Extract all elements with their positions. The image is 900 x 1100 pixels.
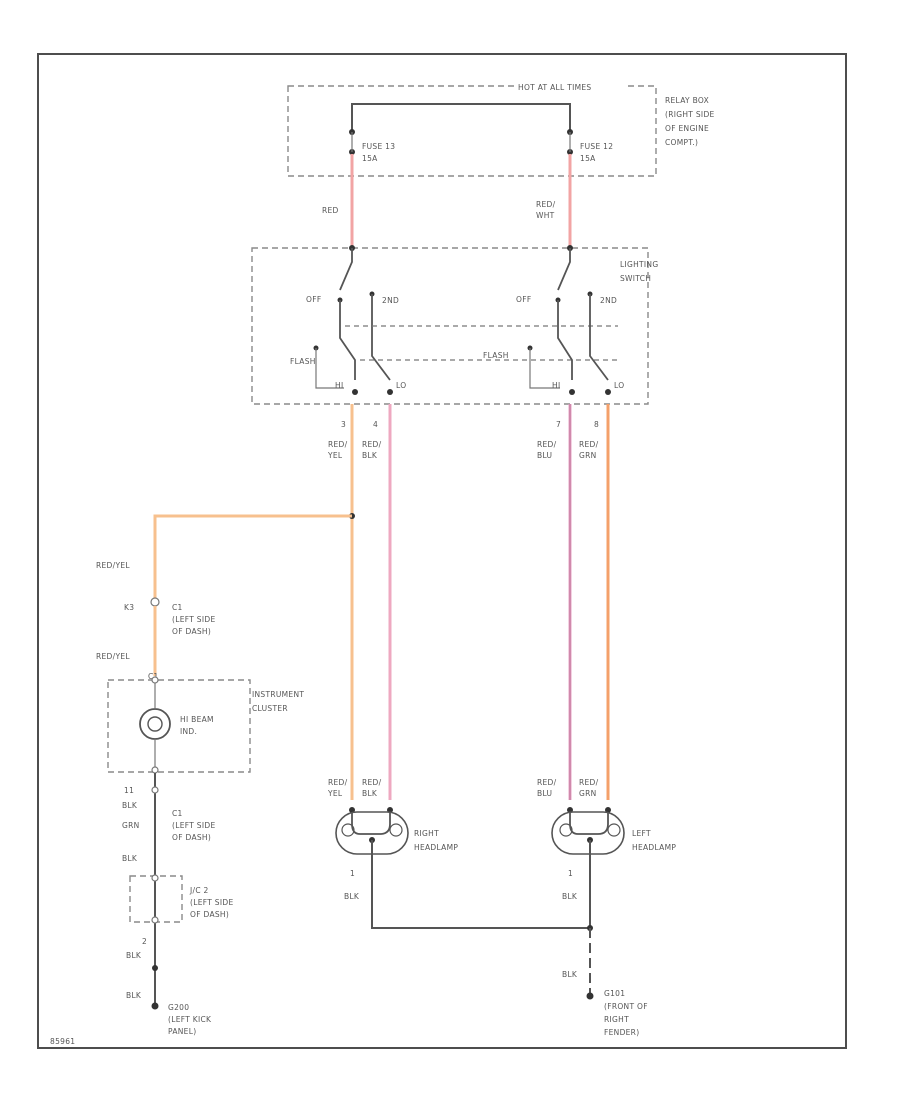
switch-pin-4: 4 bbox=[373, 420, 378, 429]
relay-box-label-3: OF ENGINE bbox=[665, 124, 709, 133]
lighting-switch-label-2: SWITCH bbox=[620, 274, 651, 283]
wire-label-grn: GRN bbox=[122, 821, 140, 830]
fuse-13-rating: 15A bbox=[362, 154, 378, 163]
switch-right-hi: HI bbox=[552, 381, 560, 390]
cluster-label-2: CLUSTER bbox=[252, 704, 288, 713]
lh-wire-label-red-grn-2: GRN bbox=[579, 789, 597, 798]
switch-pin-8: 8 bbox=[594, 420, 599, 429]
lh-wire-label-blk: BLK bbox=[562, 892, 578, 901]
wire-label-red-wht-2: WHT bbox=[536, 211, 555, 220]
wire-label-blk-3: BLK bbox=[126, 951, 142, 960]
jc2-label-2: (LEFT SIDE bbox=[190, 898, 233, 907]
hi-beam-indicator-icon bbox=[139, 708, 171, 740]
connector-k3-label-2: (LEFT SIDE bbox=[172, 615, 215, 624]
connector-11-pin: 11 bbox=[124, 786, 134, 795]
wire-label-red-yel-1: RED/ bbox=[328, 440, 348, 449]
pin-2-label: 2 bbox=[142, 937, 147, 946]
fuse-13-label: FUSE 13 bbox=[362, 142, 395, 151]
left-headlamp: RED/ BLU RED/ GRN LEFT HEADLAMP 1 BLK bbox=[537, 778, 676, 901]
wire-blk-right-headlamp-ground bbox=[371, 840, 590, 929]
wire-label-blk-1: BLK bbox=[122, 801, 138, 810]
wire-label-red-blk-2: BLK bbox=[362, 451, 378, 460]
wire-label-red-yel-2: YEL bbox=[327, 451, 343, 460]
wire-label-red-blu-1: RED/ bbox=[537, 440, 557, 449]
hi-beam-label-1: HI BEAM bbox=[180, 715, 214, 724]
relay-box: HOT AT ALL TIMES HOT AT ALL TIMES RELAY … bbox=[287, 82, 715, 177]
switch-right-2nd: 2ND bbox=[600, 296, 617, 305]
junction-connector-2: J/C 2 (LEFT SIDE OF DASH) bbox=[129, 874, 233, 924]
wire-label-red-grn-2: GRN bbox=[579, 451, 597, 460]
wire-label-red-wht-1: RED/ bbox=[536, 200, 556, 209]
relay-box-header-text: HOT AT ALL TIMES bbox=[518, 83, 591, 92]
wire-label-red-blk-1: RED/ bbox=[362, 440, 382, 449]
wire-label-red-grn-1: RED/ bbox=[579, 440, 599, 449]
corner-id: 85961 bbox=[50, 1037, 75, 1046]
ground-g101-icon bbox=[586, 992, 594, 1000]
wire-label-red-yel-inline-1: RED/YEL bbox=[96, 561, 130, 570]
connector-k3-label-1: C1 bbox=[172, 603, 183, 612]
fuse-12-label: FUSE 12 bbox=[580, 142, 613, 151]
switch-right-off: OFF bbox=[516, 295, 531, 304]
wire-red-yel-branch bbox=[153, 514, 352, 600]
rh-wire-label-red-blk-1: RED/ bbox=[362, 778, 382, 787]
relay-box-label-1: RELAY BOX bbox=[665, 96, 709, 105]
left-headlamp-label-2: HEADLAMP bbox=[632, 843, 676, 852]
ground-g200-label-1: G200 bbox=[168, 1003, 189, 1012]
lighting-switch: LIGHTING SWITCH OFF 2ND FLASH HI LO OFF bbox=[251, 245, 658, 429]
right-headlamp-label-2: HEADLAMP bbox=[414, 843, 458, 852]
relay-box-label-2: (RIGHT SIDE bbox=[665, 110, 715, 119]
ground-g200-label-3: PANEL) bbox=[168, 1027, 196, 1036]
lh-wire-label-red-blu-1: RED/ bbox=[537, 778, 557, 787]
switch-left-lo: LO bbox=[396, 381, 406, 390]
left-headlamp-label-1: LEFT bbox=[632, 829, 651, 838]
connector-k3-label-3: OF DASH) bbox=[172, 627, 211, 636]
switch-pin-7: 7 bbox=[556, 420, 561, 429]
fuse-12-rating: 15A bbox=[580, 154, 596, 163]
ground-g200-icon bbox=[151, 1002, 159, 1010]
switch-right-lo: LO bbox=[614, 381, 624, 390]
ground-g200-label-2: (LEFT KICK bbox=[168, 1015, 212, 1024]
diagram-frame bbox=[37, 53, 847, 1049]
switch-left-hi: HI bbox=[335, 381, 343, 390]
jc2-label-1: J/C 2 bbox=[189, 886, 209, 895]
right-headlamp-label-1: RIGHT bbox=[414, 829, 439, 838]
g101-wire-label-blk: BLK bbox=[562, 970, 578, 979]
cluster-label-1: INSTRUMENT bbox=[252, 690, 304, 699]
rh-pin-1: 1 bbox=[350, 869, 355, 878]
right-headlamp: RED/ YEL RED/ BLK RIGHT HEADLAMP 1 BLK bbox=[327, 778, 458, 901]
left-headlamp-bulb-icon bbox=[551, 811, 625, 855]
switch-left-off: OFF bbox=[306, 295, 321, 304]
rh-wire-label-red-yel-2: YEL bbox=[327, 789, 343, 798]
ground-g101-label-4: FENDER) bbox=[604, 1028, 639, 1037]
switch-right-flash: FLASH bbox=[483, 351, 509, 360]
instrument-cluster: C1 INSTRUMENT CLUSTER HI BEAM IND. bbox=[107, 672, 304, 774]
relay-box-label-4: COMPT.) bbox=[665, 138, 698, 147]
connector-11-label-2: (LEFT SIDE bbox=[172, 821, 215, 830]
ground-g101-label-2: (FRONT OF bbox=[604, 1002, 648, 1011]
wire-label-red: RED bbox=[322, 206, 339, 215]
switch-left-2nd: 2ND bbox=[382, 296, 399, 305]
connector-11-label-3: OF DASH) bbox=[172, 833, 211, 842]
wire-label-red-blu-2: BLU bbox=[537, 451, 552, 460]
ground-g101-label-3: RIGHT bbox=[604, 1015, 629, 1024]
lh-pin-1: 1 bbox=[568, 869, 573, 878]
rh-wire-label-red-blk-2: BLK bbox=[362, 789, 378, 798]
wire-label-blk-2: BLK bbox=[122, 854, 138, 863]
lh-wire-label-red-blu-2: BLU bbox=[537, 789, 552, 798]
switch-pin-3: 3 bbox=[341, 420, 346, 429]
lighting-switch-label-1: LIGHTING bbox=[620, 260, 658, 269]
cluster-pin: C1 bbox=[148, 672, 159, 681]
wire-label-red-yel-inline-2: RED/YEL bbox=[96, 652, 130, 661]
lh-wire-label-red-grn-1: RED/ bbox=[579, 778, 599, 787]
rh-wire-label-blk: BLK bbox=[344, 892, 360, 901]
ground-g101-label-1: G101 bbox=[604, 989, 625, 998]
connector-k3-pin: K3 bbox=[124, 603, 134, 612]
hi-beam-label-2: IND. bbox=[180, 727, 197, 736]
wire-label-blk-4: BLK bbox=[126, 991, 142, 1000]
connector-11-label-1: C1 bbox=[172, 809, 183, 818]
switch-left-flash: FLASH bbox=[290, 357, 316, 366]
rh-wire-label-red-yel-1: RED/ bbox=[328, 778, 348, 787]
jc2-label-3: OF DASH) bbox=[190, 910, 229, 919]
